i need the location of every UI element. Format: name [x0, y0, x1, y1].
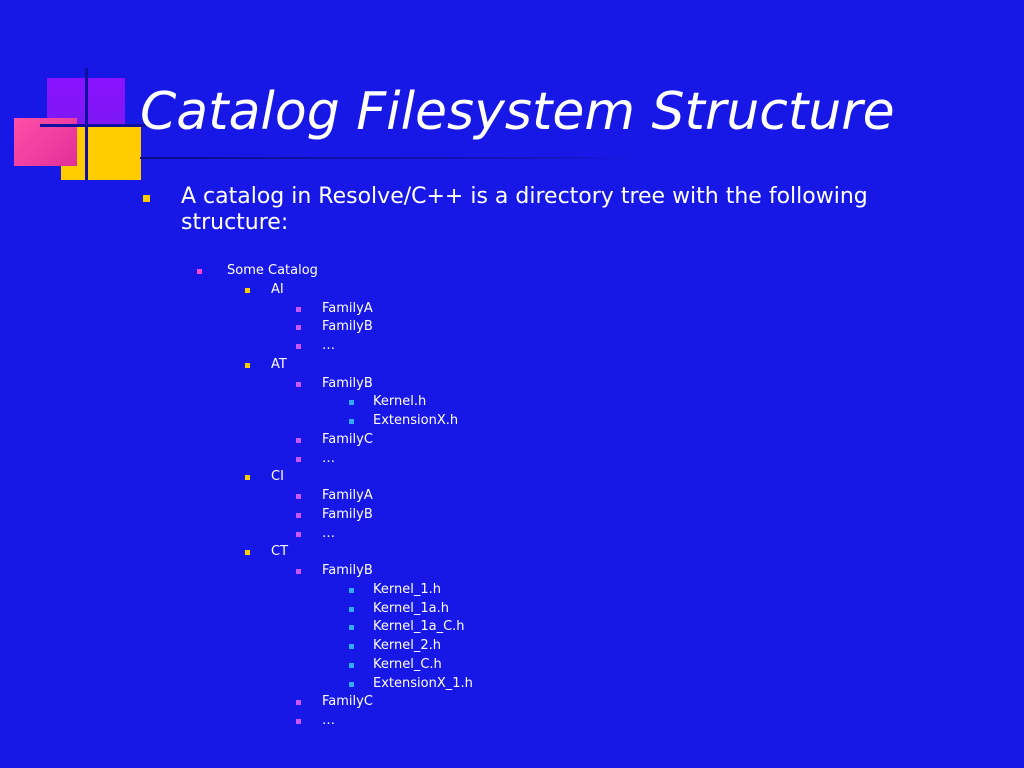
- tree-bullet-marker: [245, 362, 250, 368]
- tree-item: …: [296, 525, 335, 542]
- tree-bullet-marker: [296, 306, 301, 312]
- tree-bullet-marker: [296, 512, 301, 518]
- tree-item: FamilyB: [296, 563, 373, 579]
- tree-bullet-marker: [296, 325, 301, 331]
- tree-item-label: CT: [271, 544, 289, 560]
- tree-item-label: FamilyB: [322, 563, 373, 578]
- main-bullet-marker: [143, 195, 150, 202]
- tree-item: …: [296, 713, 335, 729]
- tree-item: ExtensionX_1.h: [349, 675, 473, 692]
- tree-item: FamilyB: [296, 375, 373, 392]
- tree-item-label: Some Catalog: [227, 263, 318, 278]
- tree-bullet-marker: [296, 700, 301, 706]
- tree-bullet-marker: [197, 269, 202, 274]
- tree-item: FamilyA: [296, 300, 373, 317]
- tree-item: Kernel_1a.h: [349, 600, 449, 617]
- tree-bullet-marker: [245, 475, 250, 481]
- tree-item-label: FamilyB: [322, 319, 373, 335]
- tree-bullet-marker: [296, 437, 301, 443]
- tree-item-label: …: [322, 450, 335, 466]
- tree-item: FamilyC: [296, 431, 373, 448]
- tree-item-label: Kernel_1a_C.h: [373, 619, 465, 635]
- tree-item: FamilyC: [296, 694, 373, 710]
- tree-item: Kernel_1a_C.h: [349, 619, 465, 635]
- tree-bullet-marker: [245, 287, 250, 293]
- tree-item: Kernel_1.h: [349, 581, 441, 598]
- tree-bullet-marker: [245, 550, 250, 556]
- logo-horizontal-line: [40, 124, 150, 127]
- tree-bullet-marker: [296, 494, 301, 499]
- tree-bullet-marker: [296, 456, 301, 462]
- slide-title: Catalog Filesystem Structure: [140, 82, 895, 142]
- tree-bullet-marker: [296, 531, 301, 537]
- tree-bullet-marker: [349, 587, 354, 593]
- tree-item-label: AT: [271, 356, 287, 372]
- tree-item: AI: [245, 281, 284, 298]
- tree-item-label: …: [322, 525, 335, 541]
- tree-item: ExtensionX.h: [349, 413, 459, 429]
- tree-item-label: ExtensionX.h: [373, 413, 459, 428]
- tree-item: CT: [245, 544, 289, 560]
- tree-item: Kernel.h: [349, 394, 427, 410]
- tree-bullet-marker: [349, 681, 354, 687]
- tree-item-label: FamilyA: [322, 488, 373, 503]
- main-bullet: A catalog in Resolve/C++ is a directory …: [143, 184, 933, 236]
- tree-item-label: Kernel_2.h: [373, 638, 441, 653]
- tree-item-label: …: [322, 338, 335, 353]
- tree-item-label: Kernel.h: [373, 394, 427, 410]
- tree-bullet-marker: [349, 662, 354, 668]
- tree-item-label: …: [322, 713, 335, 728]
- tree-bullet-marker: [349, 419, 354, 424]
- tree-item-label: FamilyB: [322, 506, 373, 522]
- tree-bullet-marker: [349, 644, 354, 649]
- tree-item-label: Kernel_C.h: [373, 656, 442, 672]
- tree-bullet-marker: [296, 381, 301, 387]
- tree-item: …: [296, 338, 335, 354]
- title-rule: [140, 157, 640, 159]
- tree-item: Kernel_C.h: [349, 656, 442, 673]
- tree-item-label: CI: [271, 469, 284, 485]
- tree-bullet-marker: [349, 606, 354, 612]
- tree-item-label: FamilyA: [322, 300, 373, 316]
- tree-item: …: [296, 450, 335, 467]
- main-bullet-text: A catalog in Resolve/C++ is a directory …: [181, 184, 868, 235]
- tree-item-label: FamilyC: [322, 431, 373, 447]
- tree-item-label: ExtensionX_1.h: [373, 675, 473, 691]
- tree-item: AT: [245, 356, 287, 373]
- tree-item: FamilyB: [296, 506, 373, 523]
- tree-item: FamilyA: [296, 488, 373, 504]
- tree-item: FamilyB: [296, 319, 373, 335]
- tree-bullet-marker: [296, 344, 301, 349]
- tree-item-label: AI: [271, 281, 284, 297]
- tree-bullet-marker: [296, 719, 301, 724]
- tree-item: Some Catalog: [197, 263, 318, 279]
- tree-item-label: FamilyB: [322, 375, 373, 391]
- tree-item-label: Kernel_1.h: [373, 581, 441, 597]
- tree-item: CI: [245, 469, 284, 485]
- tree-item: Kernel_2.h: [349, 638, 441, 654]
- tree-bullet-marker: [349, 400, 354, 406]
- tree-item-label: FamilyC: [322, 694, 373, 710]
- tree-bullet-marker: [349, 625, 354, 631]
- decorative-logo: [0, 0, 150, 190]
- tree-item-label: Kernel_1a.h: [373, 600, 449, 616]
- tree-bullet-marker: [296, 569, 301, 574]
